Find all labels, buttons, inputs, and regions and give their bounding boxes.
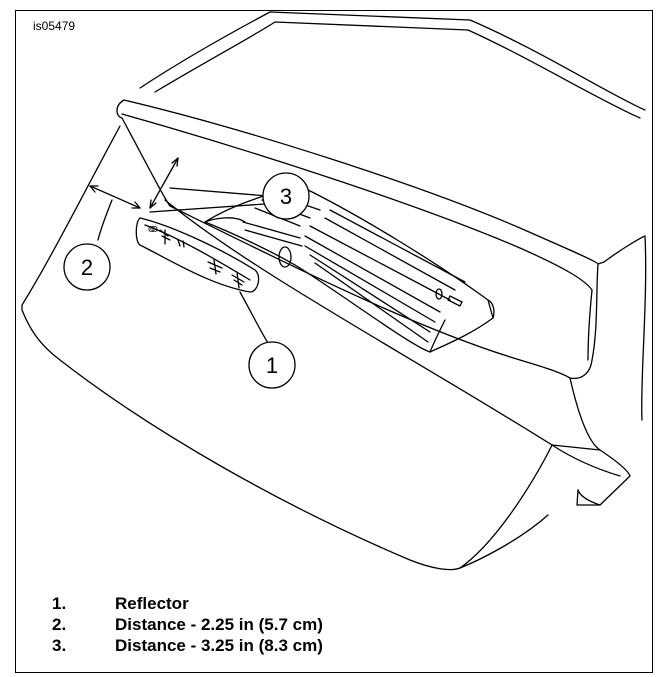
rack-slat: [324, 217, 456, 291]
leader-line-1: [239, 291, 269, 344]
callout-2: 2: [63, 243, 111, 291]
lid-top-inner: [154, 21, 641, 119]
rack-slat: [244, 229, 303, 247]
rack-slat: [309, 254, 431, 333]
distance-arrow-side: [89, 185, 141, 209]
legend-number: 2.: [52, 615, 67, 634]
distance-arrow-top: [149, 157, 179, 209]
figure-id: is05479: [33, 19, 76, 33]
legend-row: 2. Distance - 2.25 in (5.7 cm): [52, 614, 323, 635]
callout-1: 1: [248, 341, 296, 389]
rack-slat: [314, 262, 429, 343]
rack-slat: [309, 225, 451, 301]
rack-slat: [329, 209, 466, 283]
leader-line-2: [97, 199, 113, 241]
callout-3: 3: [262, 172, 310, 220]
legend-label: Distance - 2.25 in (5.7 cm): [115, 615, 323, 634]
body-right-side: [569, 377, 601, 451]
svg-text:ↂ: ↂ: [148, 225, 158, 234]
legend-number: 1.: [52, 594, 67, 613]
body-crease: [164, 199, 621, 477]
lid-front-face: [121, 117, 571, 379]
rack-center-hole: [278, 246, 292, 268]
body-outline: [21, 125, 553, 571]
leader-line-3a: [169, 187, 269, 197]
legend-number: 3.: [52, 636, 67, 655]
lid-right-side: [569, 263, 599, 380]
luggage-rack-outline: [204, 185, 494, 353]
lid-rim-front: [116, 99, 125, 119]
legend-row: 1. Reflector: [52, 593, 323, 614]
rack-slat: [304, 235, 441, 313]
rack-slat: [242, 221, 301, 239]
legend-label: Distance - 3.25 in (8.3 cm): [115, 636, 323, 655]
legend: 1. Reflector 2. Distance - 2.25 in (5.7 …: [52, 593, 323, 656]
figure-frame: [15, 10, 653, 673]
lid-top-outline: [139, 11, 646, 111]
legend-label: Reflector: [115, 594, 189, 613]
rack-slat: [304, 245, 436, 323]
leader-line-3b: [149, 203, 266, 213]
legend-row: 3. Distance - 3.25 in (8.3 cm): [52, 635, 323, 656]
callout-3-label: 3: [280, 184, 292, 209]
reflector-strip: [135, 217, 260, 293]
lid-rim-lower: [121, 113, 593, 291]
callout-2-label: 2: [81, 255, 93, 280]
lid-rim-upper: [123, 99, 646, 265]
callout-1-label: 1: [266, 353, 278, 378]
